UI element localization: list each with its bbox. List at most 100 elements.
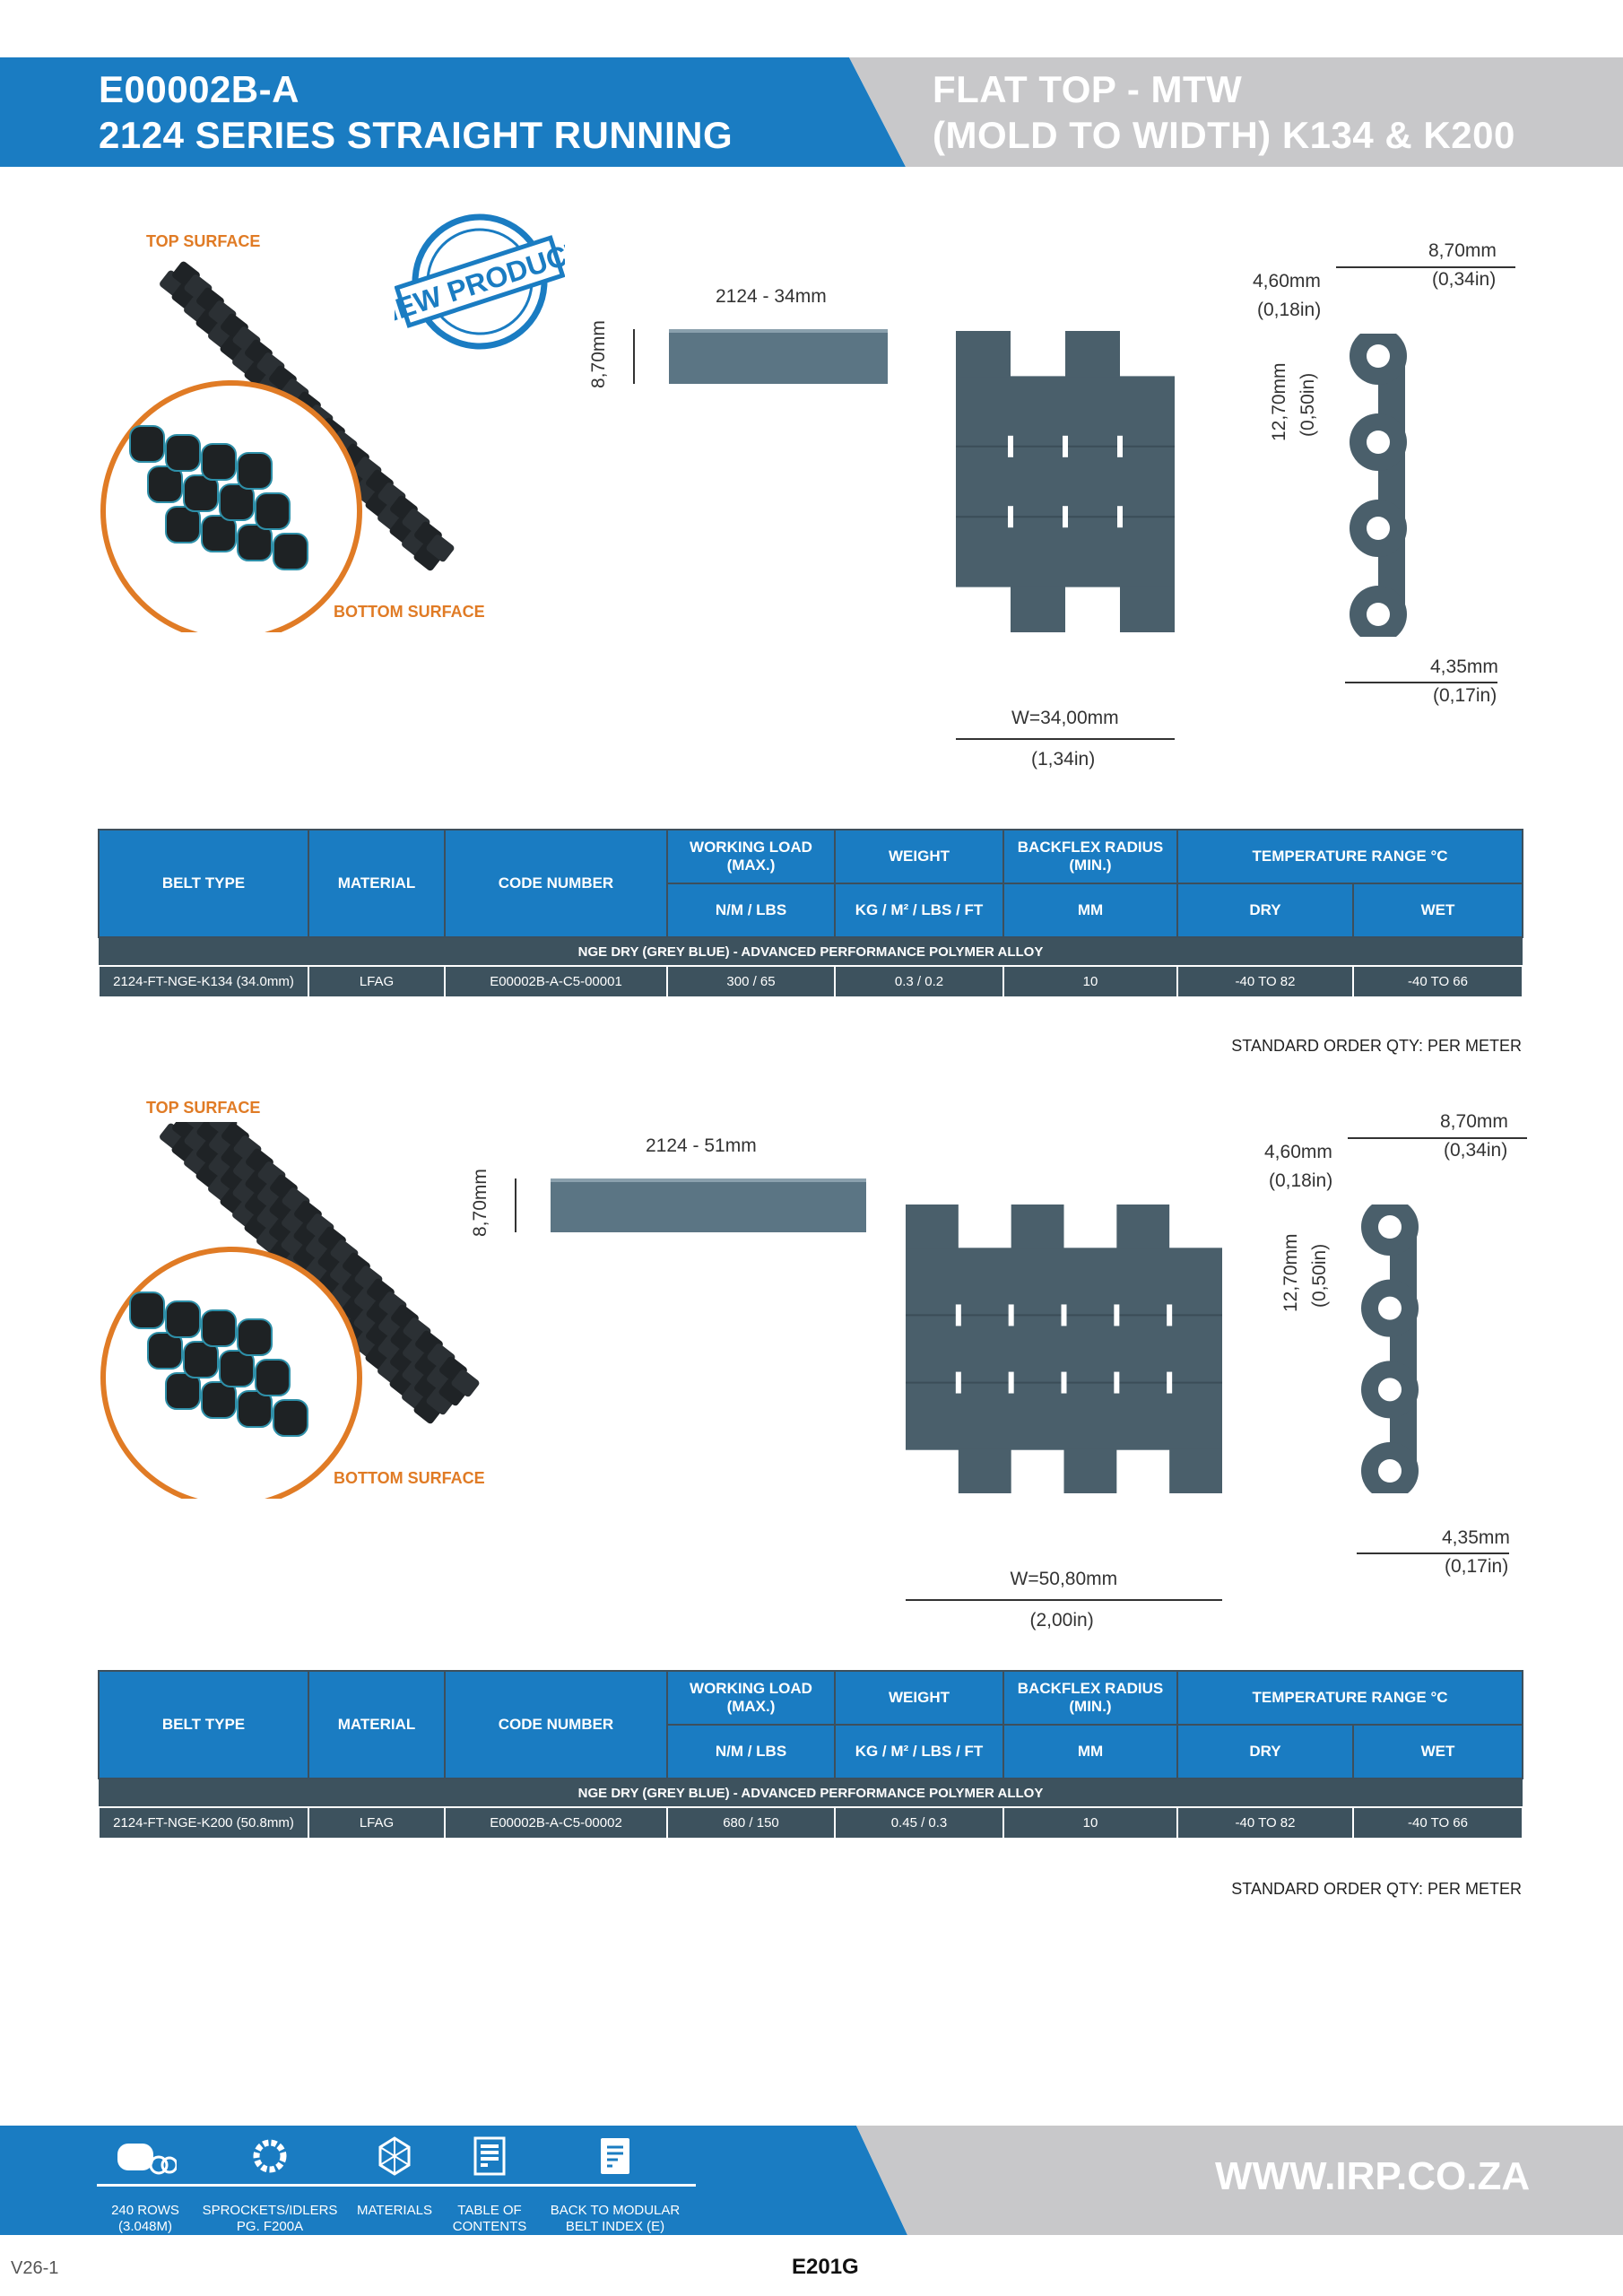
belt-bottom-link bbox=[237, 524, 273, 561]
series-title: 2124 SERIES STRAIGHT RUNNING bbox=[99, 114, 733, 156]
col-mm: MM bbox=[1002, 883, 1178, 938]
dim-line bbox=[1345, 682, 1497, 683]
belt-bottom-link bbox=[237, 452, 273, 490]
sprocket-icon bbox=[189, 2133, 351, 2176]
belt-bottom-link bbox=[183, 474, 219, 512]
product-section-k200: TOP SURFACE BOTTOM SURFACE 2124 - 51mm 8,70… bbox=[0, 866, 1623, 1727]
side-link-profile bbox=[1361, 1205, 1419, 1493]
height-dimension: 8,70mm bbox=[470, 1169, 490, 1237]
footer-nav-sublabel: BELT INDEX (E) bbox=[565, 2219, 665, 2234]
belt-link bbox=[451, 1370, 480, 1397]
belt-bottom-link bbox=[219, 1350, 255, 1387]
belt-bottom-link bbox=[219, 483, 255, 521]
width-dimension-line bbox=[956, 738, 1175, 740]
col-material: MATERIAL bbox=[308, 1670, 446, 1779]
footer-band bbox=[0, 2126, 907, 2235]
side-view-title: 2124 - 51mm bbox=[646, 1135, 757, 1156]
page-number: E201G bbox=[792, 2255, 859, 2279]
dim-0-34in: (0,34in) bbox=[1444, 1140, 1508, 1161]
top-surface-label: TOP SURFACE bbox=[146, 1099, 261, 1117]
footer-divider bbox=[97, 2184, 696, 2187]
side-view-title: 2124 - 34mm bbox=[716, 286, 827, 307]
width-dimension-line bbox=[906, 1599, 1222, 1601]
belt-bottom-link bbox=[237, 1318, 273, 1356]
pitch-mm: 12,70mm bbox=[1280, 1233, 1301, 1312]
width-in: (1,34in) bbox=[1031, 749, 1096, 770]
new-product-stamp: NEW PRODUCT bbox=[395, 213, 565, 350]
belt-link bbox=[426, 535, 455, 562]
side-view-profile bbox=[669, 329, 888, 384]
belt-bottom-link bbox=[237, 1390, 273, 1428]
col-weight: WEIGHT bbox=[834, 1670, 1004, 1726]
cell-material: LFAG bbox=[308, 1806, 446, 1839]
category-title: FLAT TOP - MTW bbox=[933, 68, 1243, 110]
material-group-row: NGE DRY (GREY BLUE) - ADVANCED PERFORMAN… bbox=[99, 936, 1523, 967]
version-label: V26-1 bbox=[11, 2258, 59, 2278]
cell-belt_type: 2124-FT-NGE-K200 (50.8mm) bbox=[98, 1806, 309, 1839]
col-wet: WET bbox=[1351, 1724, 1524, 1779]
dim-4-60mm: 4,60mm bbox=[1253, 271, 1321, 291]
dim-8-70mm: 8,70mm bbox=[1428, 240, 1497, 261]
width-in: (2,00in) bbox=[1029, 1610, 1094, 1631]
side-view-profile bbox=[551, 1178, 866, 1232]
side-link-profile bbox=[1350, 334, 1407, 637]
belt-bottom-link bbox=[147, 1332, 183, 1370]
dim-4-35mm: 4,35mm bbox=[1430, 657, 1498, 677]
dim-4-60mm: 4,60mm bbox=[1264, 1142, 1332, 1162]
cell-dry: -40 TO 82 bbox=[1176, 1806, 1354, 1839]
belt-photo bbox=[100, 1122, 480, 1499]
col-working-load: WORKING LOAD (MAX.) bbox=[666, 1670, 836, 1726]
website-link[interactable]: WWW.IRP.CO.ZA bbox=[1215, 2154, 1531, 2198]
col-kg-lbs: KG / M² / LBS / FT bbox=[834, 1724, 1004, 1779]
belt-bottom-link bbox=[165, 434, 201, 472]
top-surface-label: TOP SURFACE bbox=[146, 232, 261, 250]
belt-bottom-link bbox=[129, 1292, 165, 1329]
footer-nav-belt-rolls[interactable]: 240 ROWS(3.048M) bbox=[65, 2133, 226, 2235]
height-dimension: 8,70mm bbox=[588, 320, 609, 388]
col-kg-lbs: KG / M² / LBS / FT bbox=[834, 883, 1004, 938]
footer-nav-materials[interactable]: MATERIALS bbox=[314, 2133, 475, 2219]
footer-nav-sublabel: PG. F200A bbox=[236, 2219, 304, 2234]
header-band bbox=[0, 57, 906, 167]
col-temperature: TEMPERATURE RANGE °C bbox=[1176, 1670, 1524, 1726]
dim-line bbox=[1357, 1552, 1509, 1554]
dim-0-18in: (0,18in) bbox=[1257, 300, 1322, 320]
dim-0-17in: (0,17in) bbox=[1433, 685, 1497, 706]
belt-bottom-link bbox=[273, 1399, 308, 1437]
col-backflex: BACKFLEX RADIUS (MIN.) bbox=[1002, 829, 1178, 884]
height-dimension-line bbox=[515, 1178, 516, 1232]
col-material: MATERIAL bbox=[308, 829, 446, 938]
belt-photo bbox=[100, 261, 455, 632]
col-mm: MM bbox=[1002, 1724, 1178, 1779]
cell-weight: 0.45 / 0.3 bbox=[834, 1806, 1004, 1839]
bottom-surface-label: BOTTOM SURFACE bbox=[334, 1469, 485, 1487]
belt-bottom-link bbox=[255, 492, 291, 530]
material-group-row: NGE DRY (GREY BLUE) - ADVANCED PERFORMAN… bbox=[99, 1778, 1523, 1808]
footer-nav-label: MATERIALS bbox=[357, 2203, 432, 2218]
dim-4-35mm: 4,35mm bbox=[1442, 1527, 1510, 1548]
col-weight: WEIGHT bbox=[834, 829, 1004, 884]
header-band-gray bbox=[849, 57, 1623, 167]
belt-bottom-link bbox=[201, 443, 237, 481]
footer-nav-sublabel: CONTENTS bbox=[452, 2219, 527, 2234]
cell-weight: 0.3 / 0.2 bbox=[834, 965, 1004, 998]
index-icon bbox=[534, 2133, 696, 2176]
width-mm: W=50,80mm bbox=[1010, 1569, 1118, 1589]
belt-bottom-link bbox=[147, 465, 183, 503]
height-dimension-line bbox=[633, 329, 635, 384]
document-icon bbox=[409, 2133, 570, 2176]
belt-bottom-link bbox=[165, 506, 201, 544]
belt-bottom-link bbox=[273, 533, 308, 570]
col-nm-lbs: N/M / LBS bbox=[666, 1724, 836, 1779]
footer-nav-sublabel: (3.048M) bbox=[117, 2219, 173, 2234]
belt-bottom-link bbox=[201, 1381, 237, 1419]
dim-8-70mm: 8,70mm bbox=[1440, 1111, 1508, 1132]
cell-wet: -40 TO 66 bbox=[1351, 965, 1524, 998]
